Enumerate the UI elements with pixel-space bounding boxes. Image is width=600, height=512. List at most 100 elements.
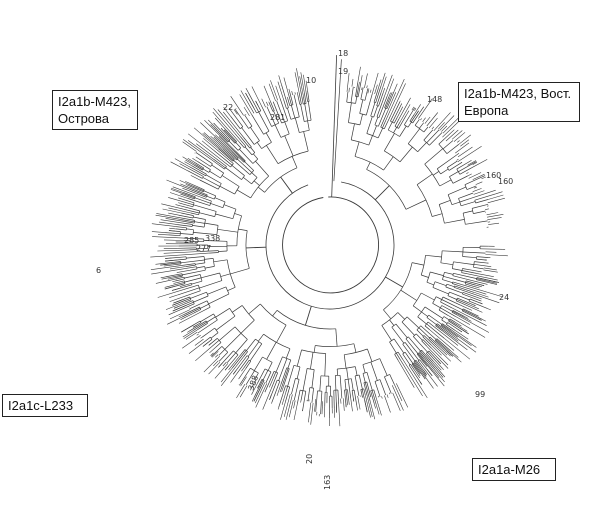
branch-arc (309, 387, 314, 389)
branch (394, 354, 399, 361)
branch (344, 379, 347, 390)
branch (396, 121, 401, 128)
branch (385, 98, 390, 109)
branch-arc (476, 277, 478, 280)
branch (250, 147, 256, 153)
branch (175, 204, 181, 207)
branch (381, 396, 383, 399)
branch (366, 85, 368, 89)
branch (389, 341, 397, 354)
branch (285, 386, 288, 393)
branch (238, 368, 247, 380)
branch (457, 140, 460, 143)
branch (452, 310, 467, 319)
branch (411, 106, 415, 111)
branch (438, 138, 445, 145)
branch (232, 350, 247, 369)
branch (459, 328, 469, 335)
clade-label-line: I2a1b-M423, Вост. (464, 86, 572, 101)
branch (205, 174, 222, 184)
branch (441, 324, 457, 336)
branch-arc (424, 321, 429, 327)
branch (181, 219, 195, 223)
branch (426, 317, 437, 325)
branch (377, 127, 384, 139)
branch (407, 128, 420, 144)
branch (275, 85, 281, 99)
branch (354, 141, 360, 157)
branch (479, 248, 503, 250)
branch (167, 316, 183, 325)
branch (165, 273, 183, 278)
branch (485, 251, 497, 253)
branch (453, 337, 459, 342)
branch (194, 162, 204, 169)
branch (241, 127, 255, 145)
branch (199, 212, 215, 217)
branch (273, 110, 280, 124)
branch (164, 286, 173, 290)
branch (466, 185, 477, 190)
branch (174, 263, 182, 266)
leaf-label: 148 (427, 95, 442, 104)
branch (343, 398, 345, 411)
branch (424, 306, 443, 319)
branch (266, 342, 277, 360)
branch-arc (273, 370, 278, 374)
branch (454, 285, 475, 293)
branch-arc (234, 326, 248, 340)
branch (287, 365, 295, 387)
clade-label-l233: I2a1c-L233 (2, 394, 88, 417)
branch (255, 100, 259, 106)
branch (285, 394, 293, 420)
branch (366, 116, 373, 134)
branch (272, 101, 282, 124)
branch (376, 404, 380, 415)
branch (398, 97, 411, 119)
branch (203, 240, 228, 242)
branch (303, 74, 307, 93)
branch (457, 314, 490, 333)
branch (204, 266, 215, 269)
branch (151, 269, 176, 275)
branch (217, 228, 238, 233)
branch (436, 323, 454, 336)
branch (422, 339, 432, 349)
branch (442, 119, 462, 138)
leaf-label: 160 (498, 177, 513, 186)
branch (246, 246, 267, 249)
branch (299, 76, 304, 98)
branch (184, 161, 193, 167)
branch (370, 89, 372, 93)
branch (150, 252, 210, 258)
branch (365, 395, 371, 418)
branch-arc (272, 110, 275, 112)
branch (441, 319, 448, 324)
branch (315, 390, 318, 412)
branch (443, 337, 471, 360)
branch (172, 300, 186, 306)
branch (402, 353, 411, 365)
branch (465, 318, 472, 322)
branch-arc (362, 371, 368, 374)
branch-arc (262, 356, 273, 363)
branch (182, 141, 197, 152)
branch-arc (445, 284, 448, 288)
branch (399, 146, 413, 163)
branch (213, 259, 228, 263)
branch (163, 264, 175, 267)
branch (186, 256, 205, 259)
branch-arc (428, 336, 431, 339)
branch-arc (402, 342, 406, 345)
branch (467, 273, 498, 281)
branch-arc (199, 320, 202, 323)
branch (447, 160, 458, 168)
branch-arc (447, 167, 450, 171)
clade-label-line: Острова (58, 111, 110, 126)
branch (270, 80, 278, 101)
branch (276, 324, 287, 343)
leaf-label: 10 (306, 76, 316, 85)
branch (486, 214, 504, 218)
branch (224, 365, 229, 371)
branch-arc (383, 262, 413, 311)
